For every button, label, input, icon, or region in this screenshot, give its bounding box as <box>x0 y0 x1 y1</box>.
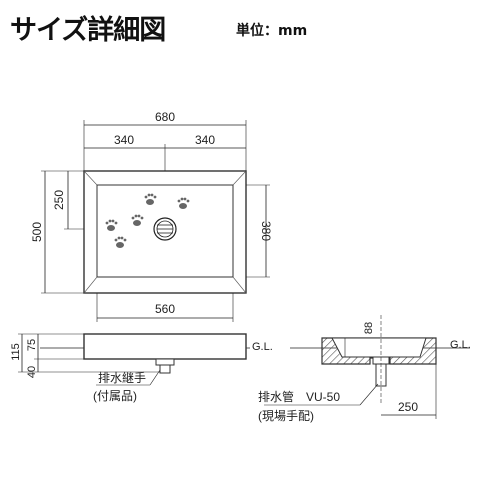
dim-overall-depth: 500 <box>30 222 44 242</box>
fitting-label: 排水継手 <box>98 370 146 385</box>
section-view: 88 G.L. 排水管 VU-50 (現場手配) 250 <box>258 315 471 423</box>
page-title: サイズ詳細図 <box>10 15 166 46</box>
top-view: 680 340 340 500 250 380 560 <box>30 110 273 322</box>
drain-grate-icon <box>153 217 177 241</box>
paw-print-icon <box>131 214 144 226</box>
dim-pipe-depth: 40 <box>26 366 38 378</box>
dim-basin-width: 560 <box>155 302 175 316</box>
pipe-note: (現場手配) <box>258 409 314 423</box>
dim-total-height: 115 <box>10 343 22 361</box>
dim-above-ground: 75 <box>26 339 38 351</box>
pipe-label: 排水管 VU-50 <box>258 389 340 404</box>
section-ground-label: G.L. <box>450 339 471 351</box>
paw-print-icon <box>114 236 127 248</box>
front-ground-label: G.L. <box>252 341 273 353</box>
top-view-basin <box>96 184 234 278</box>
fitting-note: (付属品) <box>93 389 137 403</box>
front-view-body <box>83 333 247 360</box>
unit-label: 単位：mm <box>236 23 308 39</box>
paw-print-icon <box>105 219 118 231</box>
paw-print-icon <box>144 193 157 205</box>
dim-drain-offset: 250 <box>52 190 66 210</box>
dim-overall-width: 680 <box>155 110 175 124</box>
front-view: G.L. 115 75 40 排水継手 (付属品) <box>10 333 273 403</box>
dim-pipe-offset: 250 <box>398 400 418 414</box>
dim-half-left: 340 <box>114 133 134 147</box>
dim-half-right: 340 <box>195 133 215 147</box>
dim-basin-height: 88 <box>363 322 375 334</box>
dim-basin-depth: 380 <box>259 221 273 241</box>
paw-print-icon <box>177 197 190 209</box>
